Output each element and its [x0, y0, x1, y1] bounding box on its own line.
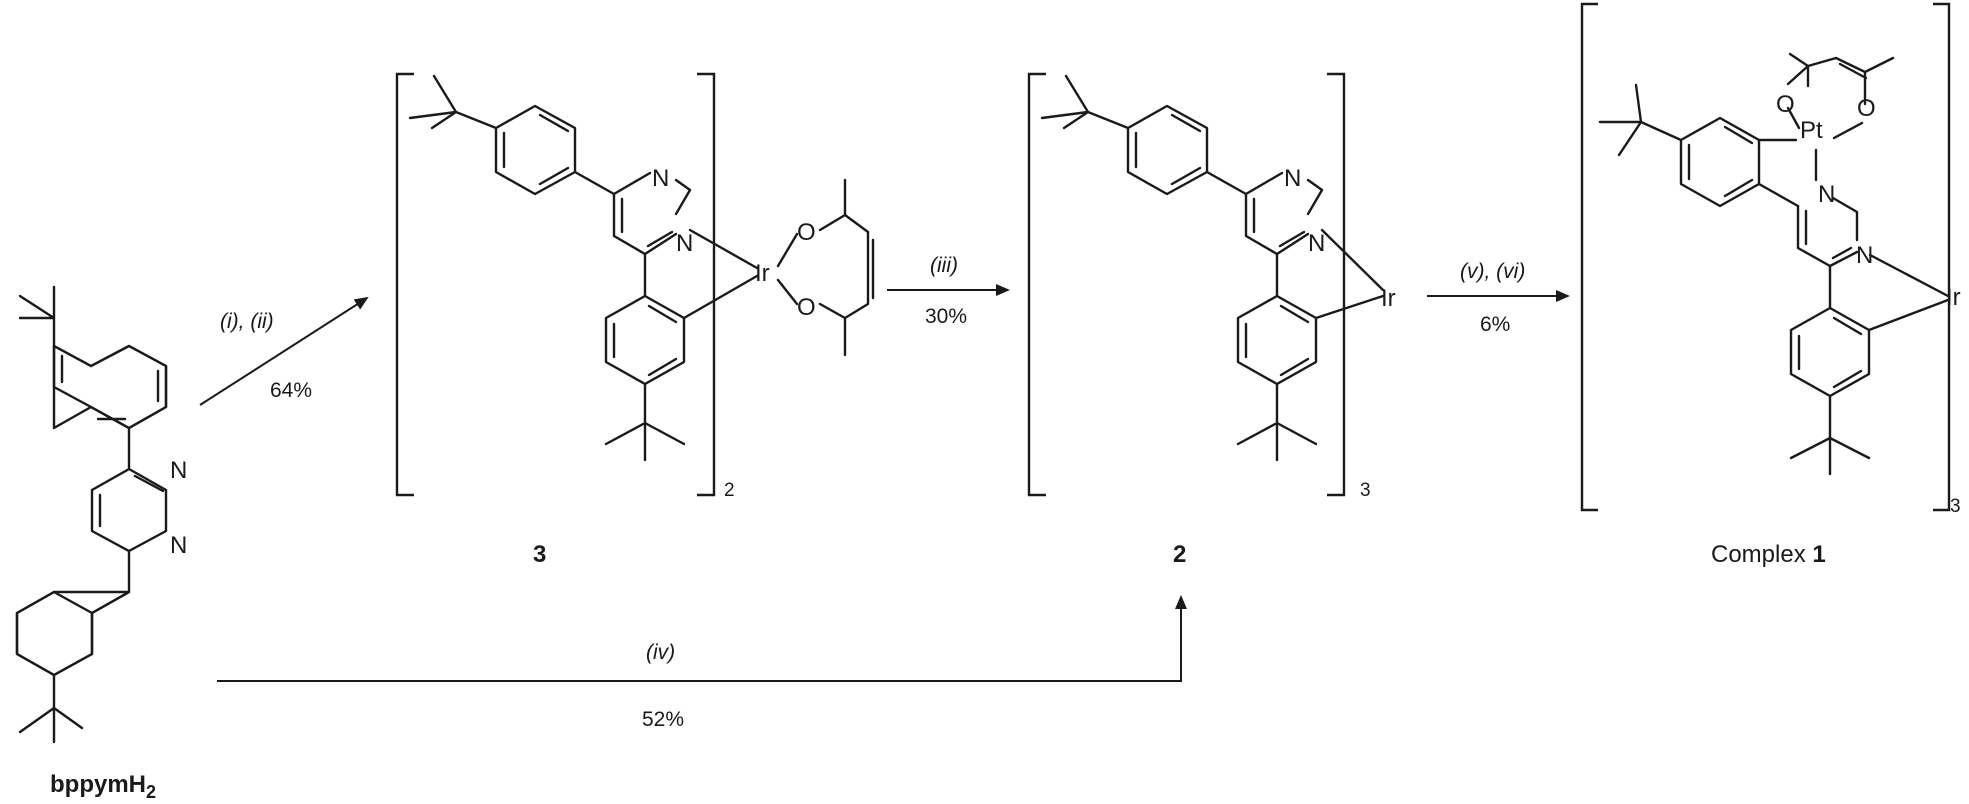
conditions-v-vi: (v), (vi) — [1460, 260, 1525, 283]
complex-1-prefix: Complex — [1711, 541, 1812, 568]
c1-atom-n-top: N — [1818, 181, 1835, 208]
complex-1-label: Complex 1 — [1711, 541, 1826, 568]
compound-3-label: 3 — [533, 541, 546, 568]
c1-atom-ir: Ir — [1946, 284, 1961, 311]
bracket-right-2 — [1327, 72, 1346, 497]
conditions-i-ii: (i), (ii) — [220, 310, 274, 333]
ligand-label-main: bppymH — [50, 771, 146, 798]
conditions-iv: (iv) — [646, 641, 675, 664]
yield-64: 64% — [270, 379, 312, 402]
ligand-bppymH2-structure: N N — [15, 285, 187, 744]
pyrimidine-ring-ligand — [90, 426, 168, 553]
ligand-label: bppymH2 — [50, 771, 156, 802]
arrow-i-ii — [199, 296, 369, 406]
ligand-atom-n2: N — [170, 532, 187, 559]
c3-atom-n-top: N — [652, 165, 669, 192]
bracket-right-1 — [1933, 2, 1951, 512]
c1-atom-n-coord: N — [1856, 242, 1873, 269]
ligand-label-sub: 2 — [146, 782, 156, 802]
c1-atom-o-top: O — [1776, 91, 1795, 118]
complex-subscript: 3 — [1950, 496, 1961, 517]
complex-1-number: 1 — [1812, 541, 1825, 568]
c3-atom-o-top: O — [797, 219, 816, 246]
bracket-right-3 — [697, 72, 716, 497]
complex-1-structure: O O Pt N N Ir 3 — [1580, 2, 1961, 517]
c2-atom-n-coord: N — [1308, 230, 1325, 257]
tbutyl-top — [18, 285, 56, 348]
phenyl-bottom — [15, 549, 131, 677]
c3-atom-n-coord: N — [676, 230, 693, 257]
compound-2-label: 2 — [1173, 541, 1186, 568]
tris-subscript: 3 — [1360, 480, 1371, 501]
compound-2-structure: N N Ir 3 — [1027, 72, 1396, 501]
bracket-left-2 — [1027, 72, 1046, 497]
arrow-iv — [217, 595, 1187, 682]
bracket-left-3 — [395, 72, 414, 497]
c3-atom-ir: Ir — [755, 260, 770, 287]
yield-6: 6% — [1480, 313, 1510, 336]
yield-30: 30% — [925, 305, 967, 328]
c2-atom-ir: Ir — [1381, 285, 1396, 312]
tbutyl-bottom — [18, 673, 84, 744]
c3-atom-o-bottom: O — [797, 294, 816, 321]
ligand-atom-n1: N — [170, 457, 187, 484]
c1-atom-pt: Pt — [1800, 117, 1823, 144]
c2-atom-n-top: N — [1284, 165, 1301, 192]
compound-3-structure: N N Ir O O 2 — [395, 72, 875, 501]
yield-52: 52% — [642, 708, 684, 731]
dimer-subscript: 2 — [724, 480, 735, 501]
conditions-iii: (iii) — [930, 254, 958, 277]
bracket-left-1 — [1580, 2, 1598, 512]
c1-atom-o-right: O — [1857, 95, 1876, 122]
